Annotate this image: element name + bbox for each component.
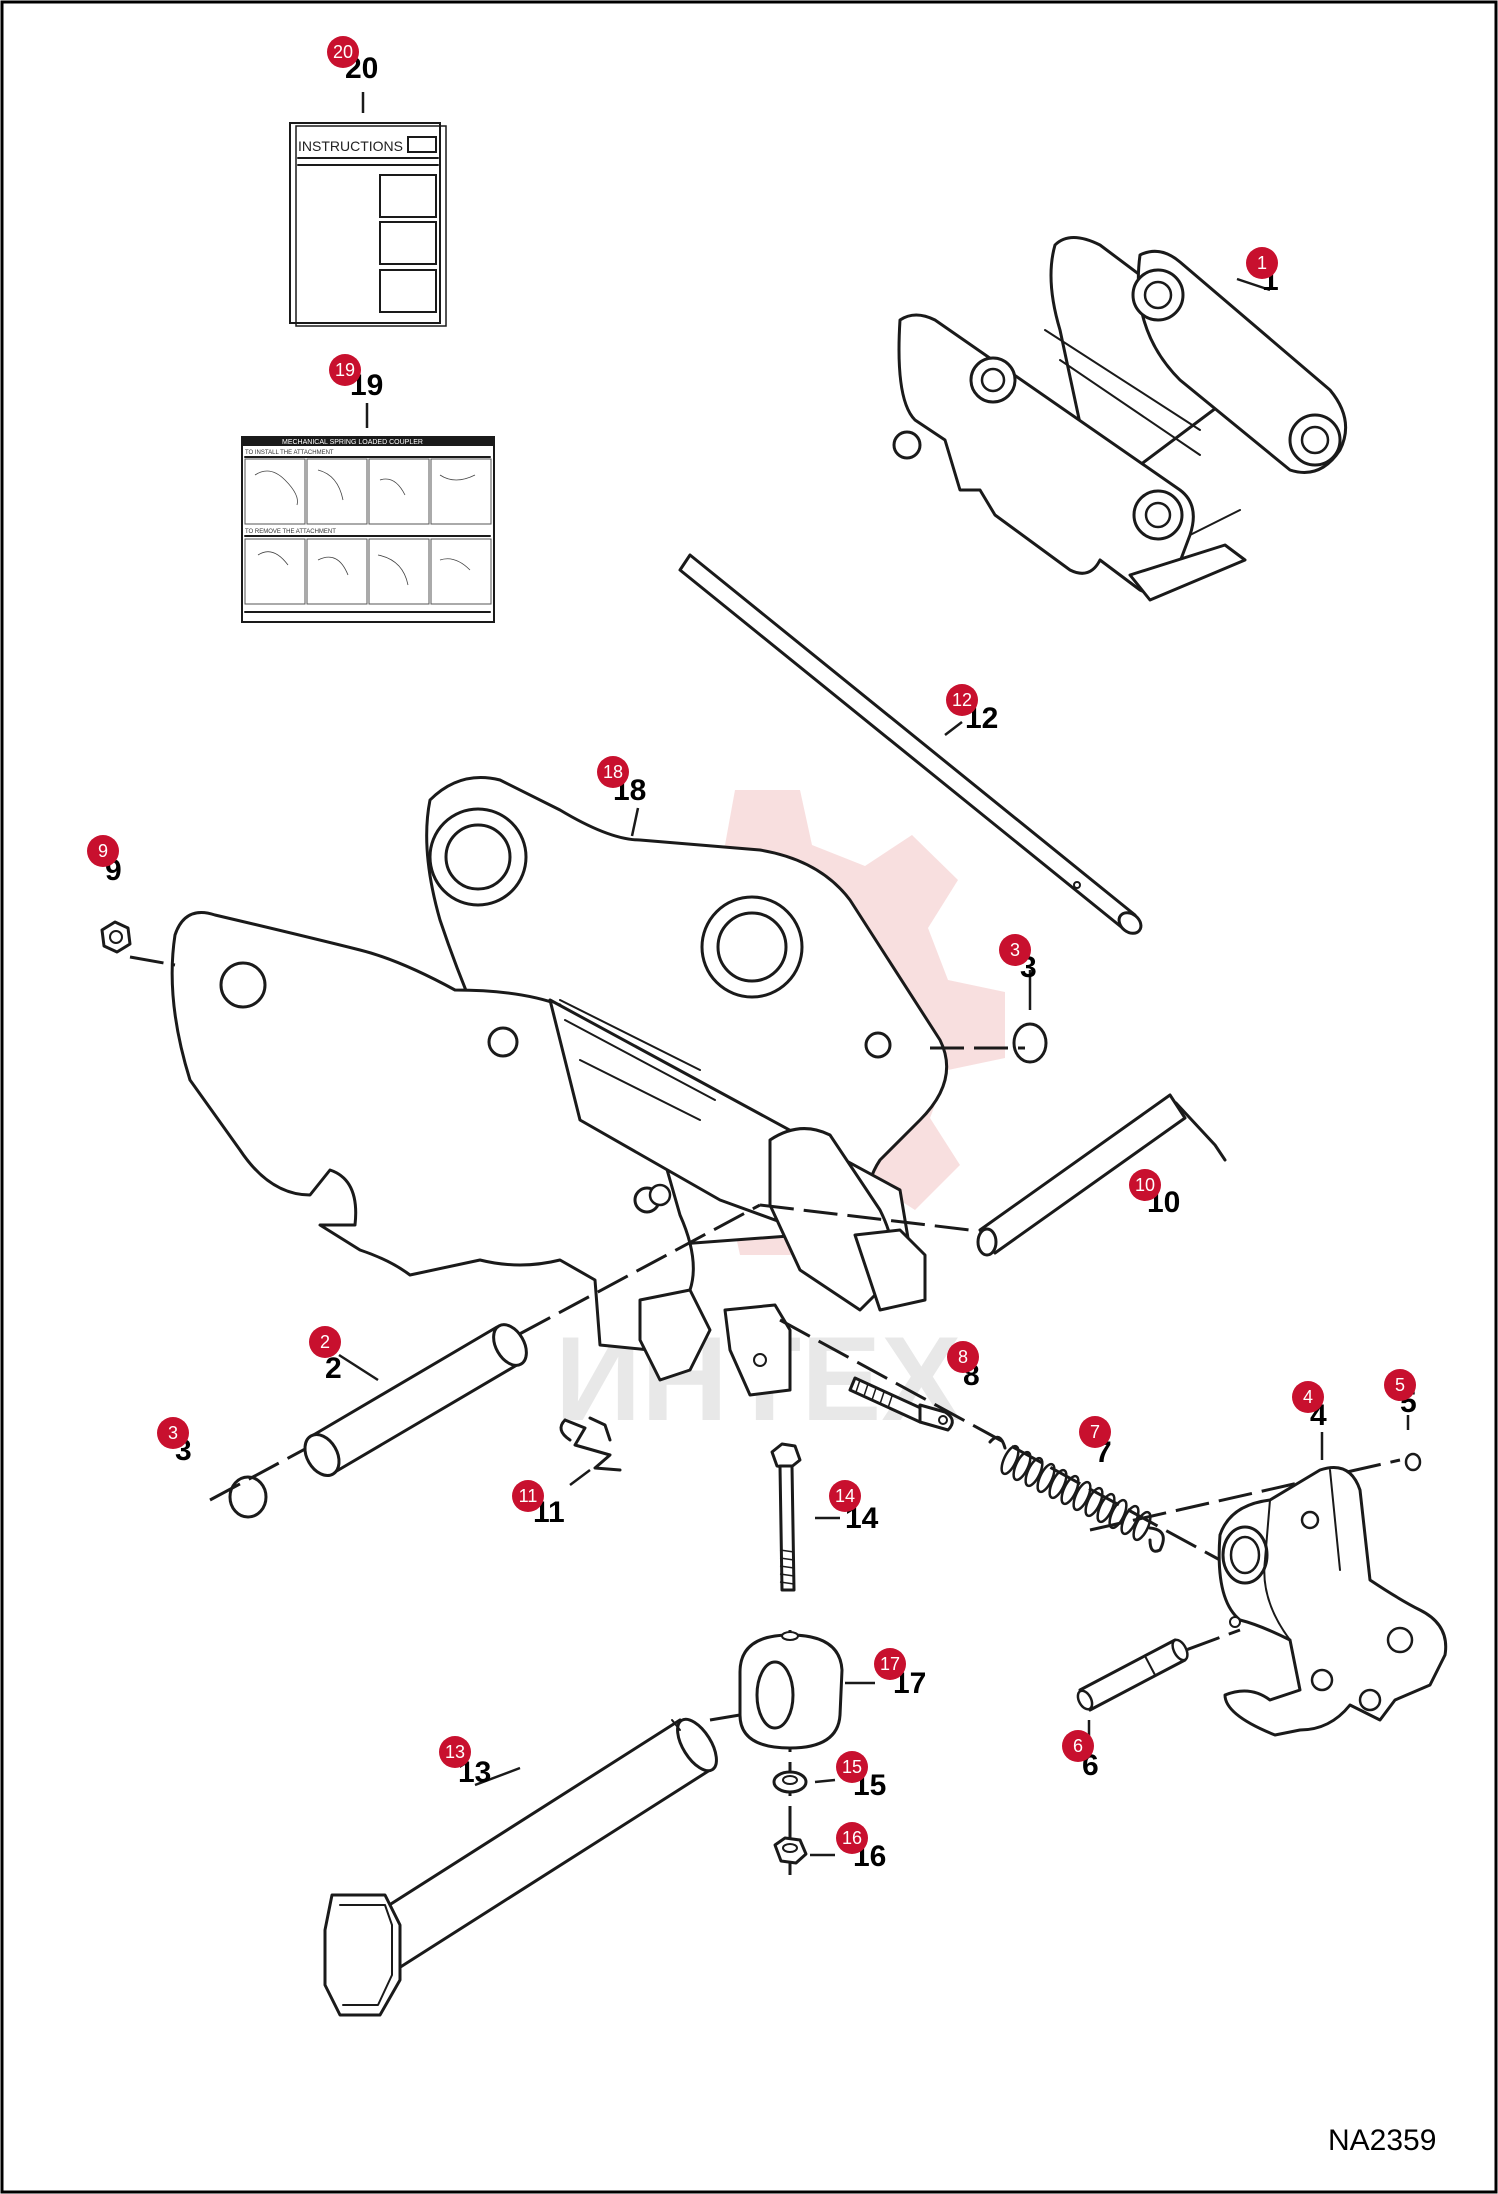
callout-badge-text: 5 [1395, 1375, 1405, 1395]
callout-badge-text: 15 [842, 1757, 862, 1777]
callout-badge-text: 16 [842, 1828, 862, 1848]
bolt [770, 1442, 840, 1592]
pin-item-6 [1076, 1638, 1189, 1738]
callout-20: 20 20 [327, 36, 378, 85]
drawing-id: NA2359 [1328, 2124, 1436, 2157]
spring-clip [559, 1416, 622, 1486]
pin-item-2 [303, 1323, 528, 1477]
callout-badge-text: 2 [320, 1332, 330, 1352]
callout-15: 15 15 [836, 1751, 886, 1802]
callout-9: 9 9 [87, 835, 122, 887]
callout-7: 7 7 [1079, 1416, 1112, 1469]
coupler-decal: MECHANICAL SPRING LOADED COUPLER TO INST… [241, 403, 495, 623]
callout-badge-text: 6 [1073, 1736, 1083, 1756]
nut-item-9 [100, 920, 132, 954]
callout-14: 14 14 [829, 1480, 879, 1535]
callout-badge-text: 12 [952, 690, 972, 710]
eye-bolt [848, 1376, 954, 1432]
callout-19: 19 19 [329, 354, 383, 402]
callout-1: 1 1 [1246, 247, 1279, 297]
long-rod [678, 553, 1143, 935]
callout-8: 8 8 [947, 1341, 980, 1392]
handle-pin [976, 1093, 1227, 1257]
washer [772, 1770, 836, 1794]
callout-3-lower: 3 3 [157, 1417, 192, 1467]
decal-title: MECHANICAL SPRING LOADED COUPLER [282, 439, 423, 446]
callout-badge-text: 1 [1257, 253, 1267, 273]
callout-17: 17 17 [874, 1648, 926, 1700]
callout-badge-text: 4 [1303, 1387, 1313, 1407]
coupler-assembly [892, 236, 1348, 602]
callout-badge-text: 3 [1010, 940, 1020, 960]
decal-install-heading: TO INSTALL THE ATTACHMENT [245, 450, 334, 456]
callout-badge-text: 14 [835, 1486, 855, 1506]
callout-badge-text: 18 [603, 762, 623, 782]
manual-title: INSTRUCTIONS [298, 138, 403, 154]
nut-item-16 [773, 1836, 835, 1865]
callout-badge-text: 11 [519, 1486, 538, 1506]
callout-badge-text: 13 [445, 1742, 465, 1762]
callout-10: 10 10 [1129, 1169, 1180, 1219]
callout-badge-text: 9 [98, 841, 108, 861]
callout-badge-text: 3 [168, 1423, 178, 1443]
callout-18: 18 18 [597, 756, 646, 807]
callout-badge-text: 8 [958, 1347, 968, 1367]
instruction-manual: INSTRUCTIONS [289, 92, 447, 327]
small-pin-item-5 [1404, 1415, 1422, 1472]
callout-4: 4 4 [1292, 1381, 1327, 1432]
latch [1217, 1432, 1448, 1737]
main-weldment [170, 776, 949, 1397]
large-pin [323, 1717, 718, 2017]
callout-2: 2 2 [309, 1326, 342, 1385]
callout-6: 6 6 [1062, 1730, 1099, 1782]
callout-badge-text: 10 [1135, 1175, 1155, 1195]
callout-5: 5 5 [1384, 1369, 1417, 1419]
callout-3-upper: 3 3 [999, 934, 1037, 984]
callout-13: 13 13 [439, 1736, 491, 1789]
callout-badge-text: 19 [335, 360, 355, 380]
snap-ring-upper [1012, 970, 1048, 1064]
callout-16: 16 16 [836, 1822, 886, 1873]
callout-badge-text: 7 [1090, 1422, 1100, 1442]
spring [988, 1432, 1165, 1553]
collar [738, 1631, 875, 1750]
callout-badge-text: 20 [333, 42, 353, 62]
callout-11: 11 11 [512, 1480, 565, 1529]
snap-ring-lower [228, 1475, 268, 1519]
callout-12: 12 12 [946, 684, 998, 735]
callout-badge-text: 17 [880, 1654, 900, 1674]
decal-remove-heading: TO REMOVE THE ATTACHMENT [245, 529, 336, 535]
callout-number: 2 [325, 1352, 342, 1385]
